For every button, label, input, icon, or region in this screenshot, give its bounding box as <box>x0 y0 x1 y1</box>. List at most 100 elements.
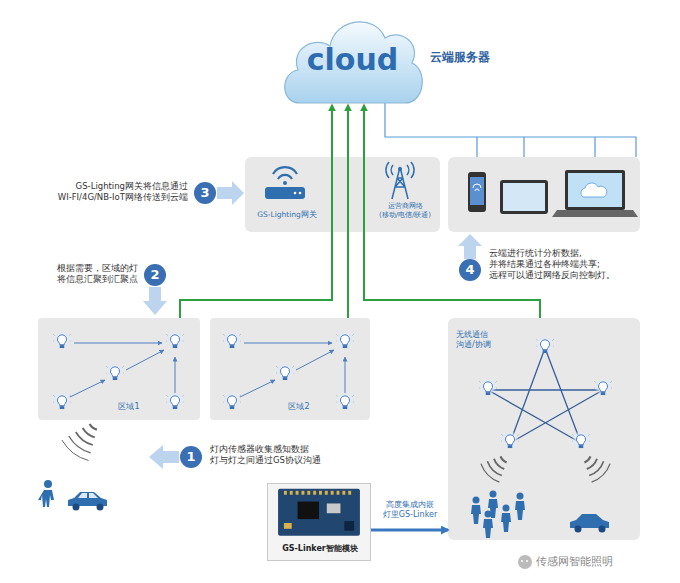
region-label: 区域2 <box>274 402 324 412</box>
connector <box>371 529 448 532</box>
region-panel-art-part <box>175 357 176 393</box>
signal-waves-part <box>76 432 93 445</box>
module-box-art-part <box>327 503 341 513</box>
cloud-shape: cloud云端服务器 <box>280 8 425 105</box>
wireless-panel-art-part-part <box>481 464 500 483</box>
callout-number: 1 <box>180 446 202 468</box>
carrier-label: 运营商网络 (移动/电信/联通) <box>373 202 437 220</box>
wireless-panel-art-part-part <box>488 348 603 443</box>
device-panel-part <box>470 177 484 205</box>
wireless-panel-art-part <box>575 526 582 533</box>
network-panel-art-part <box>299 192 302 195</box>
region-panel-art-part <box>335 392 355 410</box>
wireless-panel-art-part <box>473 497 480 504</box>
wechat-icon <box>518 555 532 569</box>
network-panel-art-part <box>265 187 305 199</box>
wireless-panel-art-part-part <box>584 456 590 462</box>
module-box-art-part <box>284 523 292 529</box>
device-panel <box>448 157 640 232</box>
region-panel-art-part <box>52 331 72 349</box>
device-panel-part <box>503 183 545 211</box>
network-panel-art <box>245 157 440 232</box>
wireless-panel-art-part <box>571 431 591 449</box>
module-box-art-part <box>331 491 334 495</box>
callout-number: 4 <box>459 259 481 281</box>
wireless-panel-art-part <box>599 526 606 533</box>
module-box: GS-Linker智能模块 <box>267 483 371 561</box>
module-box-art-part <box>342 491 345 495</box>
signal-waves-part <box>62 440 89 461</box>
region-panel-art-part <box>70 380 105 397</box>
region-panel-art-part <box>126 350 164 370</box>
callout-arrows-part <box>143 287 167 315</box>
device-panel-part <box>468 172 486 212</box>
module-box-art-part <box>290 491 293 495</box>
wireless-panel-art-part-part <box>589 461 603 475</box>
module-box-art-part <box>301 491 304 495</box>
network-panel-art-part-part <box>392 167 408 199</box>
network-panel-art-part <box>283 181 287 185</box>
wireless-panel-art-part-part <box>487 461 501 475</box>
wireless-panel-art-part <box>488 348 603 443</box>
wireless-panel-art-part <box>593 378 613 396</box>
module-box-art-part <box>278 489 360 536</box>
callout-text: 云端进行统计分析数据, 并将结果通过各种终端共享; 远程可以通过网络反向控制灯。 <box>489 248 649 281</box>
signal-waves <box>62 424 97 461</box>
wechat-icon-part <box>518 555 532 569</box>
wireless-panel-art-part-part <box>592 464 611 483</box>
callout-text: 根据需要，区域的灯 将信息汇聚到汇聚点 <box>34 263 138 285</box>
wireless-panel-art-part <box>535 336 555 354</box>
module-box-art-part <box>325 491 328 495</box>
wireless-panel-art-part-part <box>587 459 597 469</box>
callout-arrows-part <box>217 181 244 205</box>
wireless-panel-art-part <box>500 431 520 449</box>
region-panel-art-part <box>74 343 162 344</box>
wireless-panel-art-part <box>501 513 511 532</box>
wireless-panel-art-part <box>515 501 525 520</box>
wireless-panel-art-part-part <box>501 456 507 462</box>
device-panel-part <box>581 183 607 197</box>
network-panel-art-part-part <box>386 162 414 178</box>
callout-arrows-part <box>149 445 179 469</box>
module-box-art-part <box>344 521 354 531</box>
region-panel-art-part <box>165 392 185 410</box>
pedestrian-icon-part <box>44 480 52 488</box>
region-panel-art-part <box>165 331 185 349</box>
wireless-panel: 无线通信 沟通/协调 <box>448 318 640 540</box>
region-panel-art-part <box>296 350 334 370</box>
wireless-label: 无线通信 沟通/协调 <box>456 330 520 351</box>
pedestrian-icon <box>38 480 54 507</box>
wireless-panel-art-part <box>483 519 493 538</box>
region-panel: 区域1 <box>38 318 200 420</box>
connector <box>364 105 540 318</box>
module-box-art-part <box>337 491 340 495</box>
network-panel-art-part-part <box>273 167 297 179</box>
region-panel-art-part <box>240 380 275 397</box>
module-box-art-part <box>348 491 351 495</box>
wechat-icon-part <box>521 560 523 562</box>
wireless-panel-art-part-part <box>494 459 504 469</box>
region-panel-art-part <box>105 363 125 381</box>
pedestrian-icon-part <box>38 490 54 507</box>
region-panel-art-part <box>222 331 242 349</box>
region-panel-art-part <box>244 343 332 344</box>
region-label: 区域1 <box>104 402 154 412</box>
module-box-art-part <box>307 491 310 495</box>
connector <box>347 105 349 318</box>
wireless-panel-art-part <box>471 505 481 524</box>
wireless-panel-art-part <box>490 491 497 498</box>
car-icon <box>68 492 107 511</box>
cloud-to-device-lines-part <box>385 103 636 157</box>
region-panel-art-part <box>275 363 295 381</box>
device-panel-part <box>473 184 481 191</box>
device-panel-part <box>565 170 625 210</box>
region-panel-art-part <box>335 331 355 349</box>
wechat-icon-part <box>526 560 528 562</box>
callout-number: 2 <box>144 264 166 286</box>
wireless-panel-art-part <box>503 505 510 512</box>
region-panel: 区域2 <box>210 318 370 420</box>
network-panel-art-part <box>386 162 414 199</box>
cloud-title: cloud <box>280 40 425 79</box>
